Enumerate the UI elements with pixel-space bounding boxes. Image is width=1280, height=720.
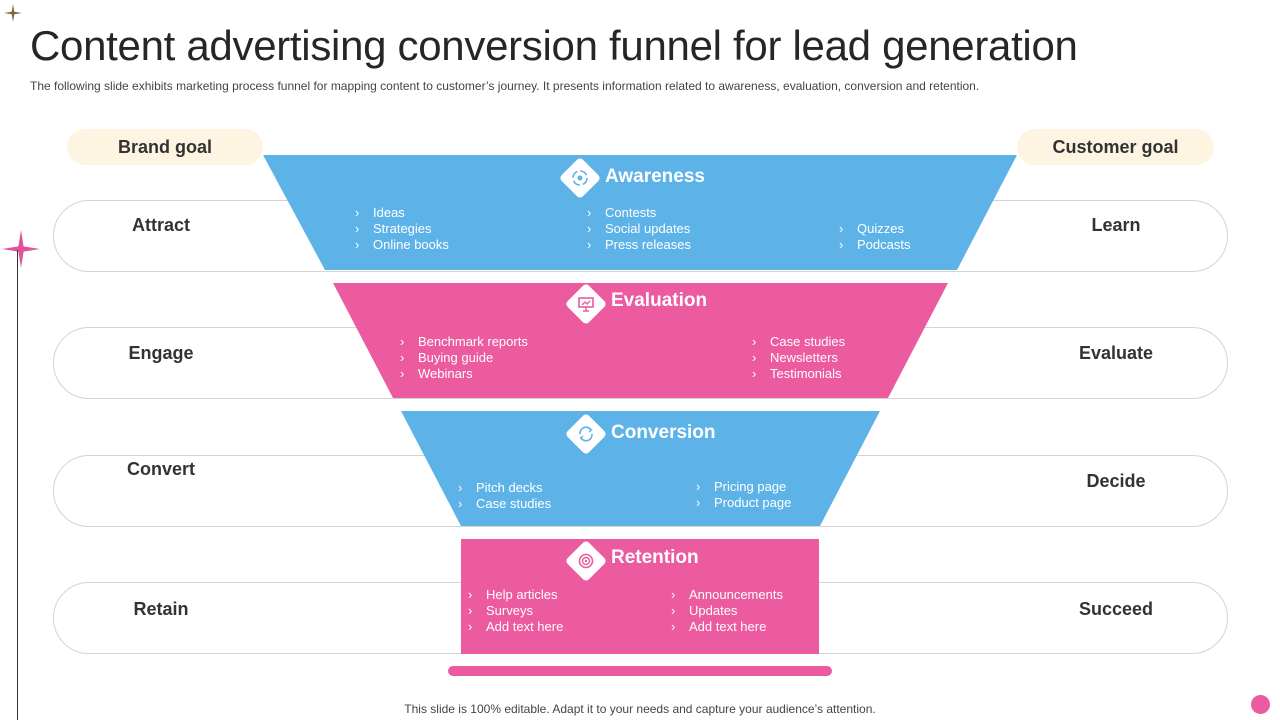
- list-item: Strategies: [355, 221, 449, 237]
- evaluation-list-1: Benchmark reports Buying guide Webinars: [400, 334, 528, 382]
- customer-goal-learn: Learn: [1091, 215, 1141, 235]
- evaluation-list-2: Case studies Newsletters Testimonials: [752, 334, 845, 382]
- pink-star-icon: [2, 230, 40, 268]
- brand-goal-engage: Engage: [128, 343, 194, 363]
- page-subtitle: The following slide exhibits marketing p…: [30, 79, 980, 93]
- stage-title-retention: Retention: [611, 547, 699, 568]
- page-title: Content advertising conversion funnel fo…: [30, 22, 1078, 69]
- list-item: Pitch decks: [458, 480, 551, 496]
- awareness-list-1: Ideas Strategies Online books: [355, 205, 449, 253]
- list-item: Add text here: [468, 619, 563, 635]
- list-item: Pricing page: [696, 479, 791, 495]
- list-item: Help articles: [468, 587, 563, 603]
- list-item: Ideas: [355, 205, 449, 221]
- stage-title-evaluation: Evaluation: [611, 290, 708, 311]
- retention-target-icon: [564, 539, 608, 583]
- list-item: Webinars: [400, 366, 528, 382]
- list-item: Surveys: [468, 603, 563, 619]
- retention-list-2: Announcements Updates Add text here: [671, 587, 783, 635]
- stage-title-awareness: Awareness: [605, 166, 705, 187]
- awareness-list-2: Contests Social updates Press releases: [587, 205, 691, 253]
- customer-goal-evaluate: Evaluate: [1078, 343, 1154, 363]
- funnel-base-bar: [448, 666, 832, 676]
- list-item: Product page: [696, 495, 791, 511]
- customer-goal-succeed: Succeed: [1078, 599, 1154, 619]
- small-star-icon: [4, 4, 22, 22]
- list-item: Updates: [671, 603, 783, 619]
- list-item: Announcements: [671, 587, 783, 603]
- decorative-pink-dot: [1251, 695, 1270, 714]
- decorative-vertical-line: [17, 250, 18, 720]
- conversion-list-2: Pricing page Product page: [696, 479, 791, 511]
- list-item: Testimonials: [752, 366, 845, 382]
- footer-note: This slide is 100% editable. Adapt it to…: [404, 702, 876, 716]
- list-item: Press releases: [587, 237, 691, 253]
- list-item: Social updates: [587, 221, 691, 237]
- brand-goal-retain: Retain: [133, 599, 189, 619]
- awareness-cycle-icon: [558, 156, 602, 200]
- list-item: Add text here: [671, 619, 783, 635]
- list-item: Online books: [355, 237, 449, 253]
- conversion-cycle-icon: [564, 412, 608, 456]
- customer-goal-decide: Decide: [1086, 471, 1146, 491]
- brand-goal-header: Brand goal: [67, 129, 263, 165]
- retention-list-1: Help articles Surveys Add text here: [468, 587, 563, 635]
- awareness-list-3: Quizzes Podcasts: [839, 221, 910, 253]
- list-item: Quizzes: [839, 221, 910, 237]
- conversion-list-1: Pitch decks Case studies: [458, 480, 551, 512]
- brand-goal-attract: Attract: [131, 215, 190, 235]
- list-item: Case studies: [458, 496, 551, 512]
- brand-goal-convert: Convert: [126, 459, 195, 479]
- list-item: Podcasts: [839, 237, 910, 253]
- list-item: Contests: [587, 205, 691, 221]
- list-item: Case studies: [752, 334, 845, 350]
- presentation-board-icon: [564, 282, 608, 326]
- list-item: Buying guide: [400, 350, 528, 366]
- list-item: Benchmark reports: [400, 334, 528, 350]
- stage-title-conversion: Conversion: [611, 422, 716, 443]
- customer-goal-header: Customer goal: [1017, 129, 1214, 165]
- list-item: Newsletters: [752, 350, 845, 366]
